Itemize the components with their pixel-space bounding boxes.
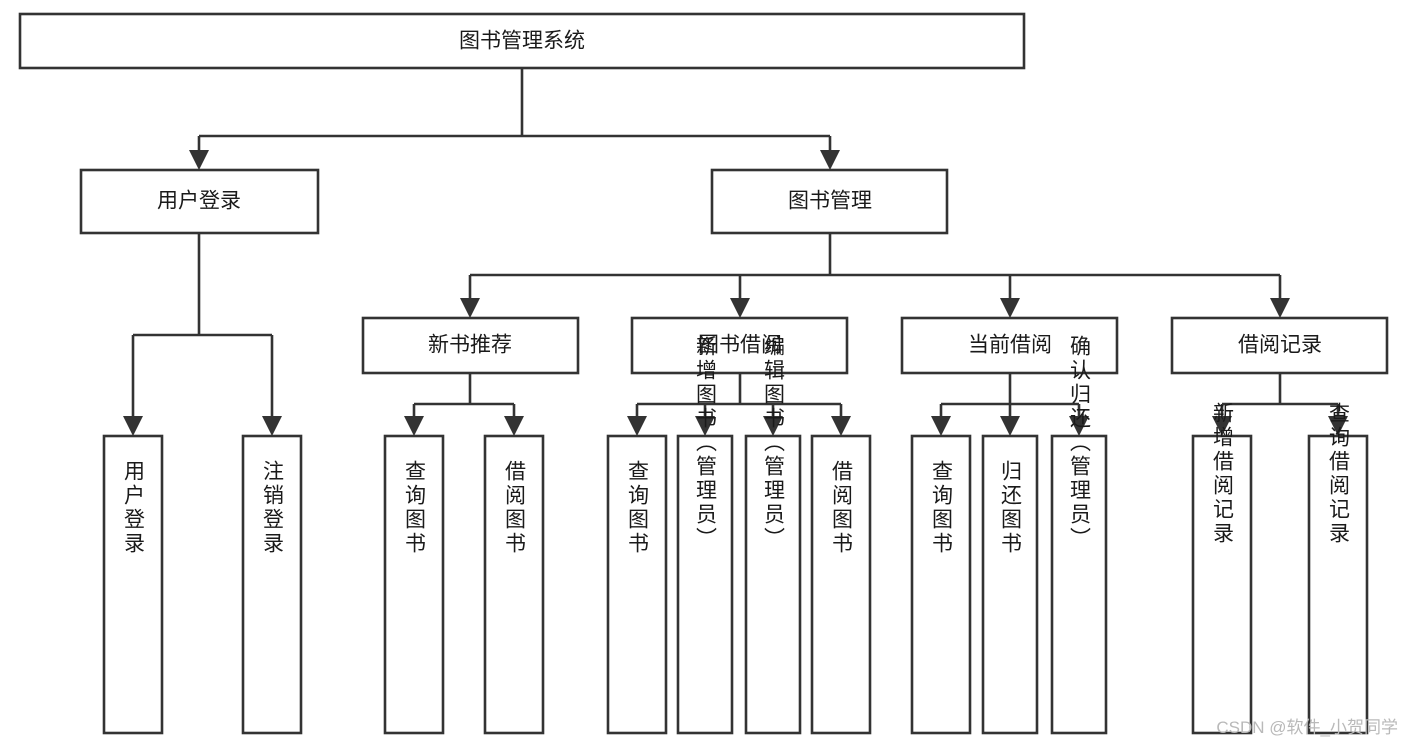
leaf-borrow-book-1-box[interactable] bbox=[483, 434, 545, 735]
leaf-edit-book-label: 编辑图书（管理员） bbox=[762, 335, 786, 551]
arrow-leaf-edit-book bbox=[763, 416, 783, 436]
current-borrow-label: 当前借阅 bbox=[968, 334, 1052, 357]
current-borrow-box[interactable] bbox=[900, 316, 1119, 375]
arrow-to-borrow-record bbox=[1270, 298, 1290, 318]
user-login-box[interactable] bbox=[79, 168, 320, 235]
leaf-user-login-label: 用户登录 bbox=[122, 460, 146, 556]
new-book-recommend-box[interactable] bbox=[361, 316, 580, 375]
arrow-leaf-add-record bbox=[1212, 416, 1232, 436]
new-book-recommend-label: 新书推荐 bbox=[428, 334, 512, 357]
arrow-leaf-add-book bbox=[695, 416, 715, 436]
leaf-add-record-label: 新增借阅记录 bbox=[1211, 402, 1235, 546]
borrow-record-label: 借阅记录 bbox=[1238, 334, 1322, 357]
node-borrow-record[interactable]: 借阅记录 bbox=[1170, 316, 1389, 375]
node-user-login[interactable]: 用户登录 bbox=[79, 168, 320, 235]
leaf-confirm-return-label: 确认归还（管理员） bbox=[1068, 335, 1092, 551]
node-leaf-add-book[interactable]: 新增图书（管理员） bbox=[676, 335, 734, 735]
node-leaf-logout-login[interactable]: 注销登录 bbox=[241, 434, 303, 735]
leaf-borrow-book-1-label: 借阅图书 bbox=[503, 460, 527, 556]
leaf-query-book-2-label: 查询图书 bbox=[626, 460, 650, 556]
leaf-user-login-box[interactable] bbox=[102, 434, 164, 735]
book-management-label: 图书管理 bbox=[788, 190, 872, 213]
arrow-leaf-user-login bbox=[123, 416, 143, 436]
leaf-edit-book-box[interactable] bbox=[744, 434, 802, 735]
arrow-leaf-query-book-3 bbox=[931, 416, 951, 436]
node-root[interactable]: 图书管理系统 bbox=[18, 12, 1026, 70]
book-borrow-label: 图书借阅 bbox=[698, 334, 782, 357]
leaf-query-record-box[interactable] bbox=[1307, 434, 1369, 735]
node-book-borrow[interactable]: 图书借阅 bbox=[630, 316, 849, 375]
node-leaf-query-record[interactable]: 查询借阅记录 bbox=[1307, 402, 1369, 735]
node-leaf-query-book-2[interactable]: 查询图书 bbox=[606, 434, 668, 735]
leaf-confirm-return-box[interactable] bbox=[1050, 434, 1108, 735]
node-book-management[interactable]: 图书管理 bbox=[710, 168, 949, 235]
leaf-borrow-book-2-label: 借阅图书 bbox=[830, 460, 854, 556]
leaf-query-book-1-label: 查询图书 bbox=[403, 460, 427, 556]
arrow-to-user-login bbox=[189, 150, 209, 170]
node-leaf-add-record[interactable]: 新增借阅记录 bbox=[1191, 402, 1253, 735]
arrow-to-book-borrow bbox=[730, 298, 750, 318]
node-leaf-return-book[interactable]: 归还图书 bbox=[981, 434, 1039, 735]
arrow-to-book-management bbox=[820, 150, 840, 170]
node-leaf-borrow-book-1[interactable]: 借阅图书 bbox=[483, 434, 545, 735]
leaf-add-book-box[interactable] bbox=[676, 434, 734, 735]
leaf-borrow-book-2-box[interactable] bbox=[810, 434, 872, 735]
node-leaf-query-book-3[interactable]: 查询图书 bbox=[910, 434, 972, 735]
arrow-leaf-borrow-book-2 bbox=[831, 416, 851, 436]
leaf-logout-login-label: 注销登录 bbox=[261, 460, 285, 556]
user-login-label: 用户登录 bbox=[157, 190, 241, 213]
node-new-book-recommend[interactable]: 新书推荐 bbox=[361, 316, 580, 375]
arrow-leaf-borrow-book-1 bbox=[504, 416, 524, 436]
leaf-query-record-label: 查询借阅记录 bbox=[1327, 402, 1351, 546]
arrow-leaf-confirm-return bbox=[1069, 416, 1089, 436]
root-label: 图书管理系统 bbox=[459, 30, 585, 53]
node-leaf-confirm-return[interactable]: 确认归还（管理员） bbox=[1050, 335, 1108, 735]
arrow-leaf-query-book-2 bbox=[627, 416, 647, 436]
node-leaf-borrow-book-2[interactable]: 借阅图书 bbox=[810, 434, 872, 735]
arrow-leaf-query-book-1 bbox=[404, 416, 424, 436]
node-leaf-edit-book[interactable]: 编辑图书（管理员） bbox=[744, 335, 802, 735]
connector-layer bbox=[123, 68, 1348, 436]
node-leaf-query-book-1[interactable]: 查询图书 bbox=[383, 434, 445, 735]
leaf-query-book-2-box[interactable] bbox=[606, 434, 668, 735]
root-box[interactable] bbox=[18, 12, 1026, 70]
node-current-borrow[interactable]: 当前借阅 bbox=[900, 316, 1119, 375]
leaf-return-book-box[interactable] bbox=[981, 434, 1039, 735]
leaf-query-book-1-box[interactable] bbox=[383, 434, 445, 735]
arrow-to-current-borrow bbox=[1000, 298, 1020, 318]
leaf-query-book-3-box[interactable] bbox=[910, 434, 972, 735]
node-leaf-user-login[interactable]: 用户登录 bbox=[102, 434, 164, 735]
leaf-add-record-box[interactable] bbox=[1191, 434, 1253, 735]
arrow-leaf-logout-login bbox=[262, 416, 282, 436]
book-borrow-box[interactable] bbox=[630, 316, 849, 375]
book-management-box[interactable] bbox=[710, 168, 949, 235]
csdn-watermark: CSDN @软件_小贺同学 bbox=[1216, 718, 1398, 737]
arrow-leaf-return-book bbox=[1000, 416, 1020, 436]
leaf-return-book-label: 归还图书 bbox=[999, 460, 1023, 556]
borrow-record-box[interactable] bbox=[1170, 316, 1389, 375]
leaf-add-book-label: 新增图书（管理员） bbox=[694, 335, 718, 551]
arrow-to-new-book-recommend bbox=[460, 298, 480, 318]
leaf-logout-login-box[interactable] bbox=[241, 434, 303, 735]
leaf-query-book-3-label: 查询图书 bbox=[930, 460, 954, 556]
arrow-leaf-query-record bbox=[1328, 416, 1348, 436]
